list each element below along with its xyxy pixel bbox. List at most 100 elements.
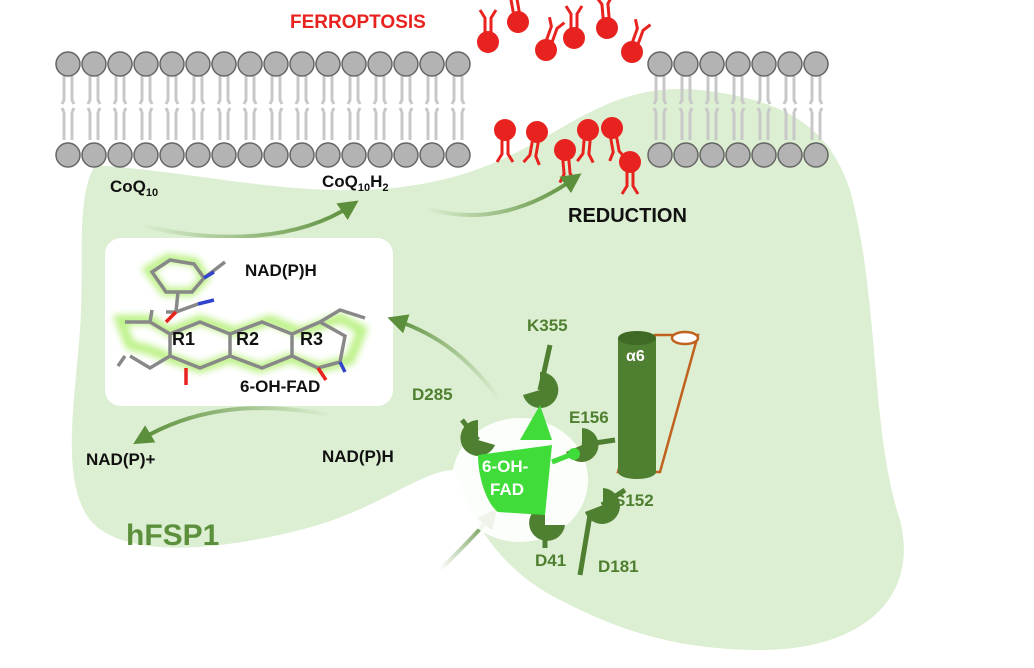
lipid-tail [60,76,76,140]
lipid-head [777,51,803,77]
coq10-label: CoQ10 [110,177,158,199]
lipid-tail [756,76,772,140]
lipid-head [725,142,751,168]
ring-r1-label: R1 [172,329,195,349]
oxidized-lipid [621,18,652,63]
hfsp1-label: hFSP1 [126,519,219,552]
lipid-head [367,51,393,77]
lipid-tail [678,76,694,140]
lipid-head [751,142,777,168]
fad-cofactor-shape [478,445,552,515]
lipid-tails-top [60,76,824,140]
lipid-head [185,142,211,168]
lipid-head [237,51,263,77]
lipid-tail [138,76,154,140]
lipid-head [315,142,341,168]
oxidized-lipid [619,151,641,195]
lipid-head [699,51,725,77]
lipid-tail [190,76,206,140]
lipid-bilayer [55,0,829,195]
lipid-head [133,51,159,77]
lipid-head [107,51,133,77]
lipid-head [107,142,133,168]
lipid-head [673,51,699,77]
inset-fad-label: 6-OH-FAD [240,377,320,396]
reduction-arrow [424,173,582,218]
lipid-tail [424,76,440,140]
lipid-head [211,51,237,77]
lipid-tail [372,76,388,140]
lipid-head [725,51,751,77]
oxidized-lipid [503,0,529,33]
lipid-heads-top [55,51,829,77]
active-site: α6 6-OH- FAD K355 D285 E156 S152 D41 D18… [412,316,700,576]
lipid-head [367,142,393,168]
lipid-head [159,51,185,77]
residue-e156: E156 [569,408,609,427]
lipid-tail [86,76,102,140]
lipid-head [81,51,107,77]
residue-k355: K355 [527,316,568,335]
residue-d181: D181 [598,557,639,576]
structure-inset: NAD(P)H R1 R2 R3 6-OH-FAD [105,238,393,406]
lipid-head [341,51,367,77]
ring-r2-label: R2 [236,329,259,349]
fad-structure [116,308,366,371]
coq-reduction-arrow [139,200,359,239]
helix-alpha6: α6 [616,330,700,479]
lipid-tail [652,76,668,140]
fad-label-line2: FAD [490,480,524,499]
lipid-head [393,51,419,77]
lipid-tail [320,76,336,140]
oxidized-lipid [494,119,516,163]
lipid-tail [808,76,824,140]
lipid-head [55,51,81,77]
ferroptosis-label: FERROPTOSIS [290,12,426,33]
lipid-head [803,142,829,168]
reduction-label: REDUCTION [568,205,687,227]
nadph-label: NAD(P)H [322,447,394,466]
oxidized-lipid [522,121,548,166]
lipid-tail [268,76,284,140]
lipid-head [159,142,185,168]
residue-s152: S152 [614,491,654,510]
lipid-head [777,142,803,168]
fad-label-line1: 6-OH- [482,457,528,476]
lipid-head [263,142,289,168]
helix-label: α6 [626,348,645,365]
lipid-head [419,142,445,168]
nadp-plus-label: NAD(P)+ [86,450,155,469]
lipid-tail [730,76,746,140]
lipid-head [237,142,263,168]
lipid-heads-bottom [55,142,829,168]
nadph-oxidation-arrow [133,406,331,445]
lipid-tail [242,76,258,140]
lipid-tail [398,76,414,140]
lipid-head [419,51,445,77]
lipid-head [289,142,315,168]
lipid-head [803,51,829,77]
protein-hfsp1-shape [71,88,904,651]
lipid-head [289,51,315,77]
oxidized-lipid [477,9,499,53]
lipid-tail [112,76,128,140]
lipid-head [263,51,289,77]
lipid-head [673,142,699,168]
lipid-tail [450,76,466,140]
lipid-tail [346,76,362,140]
residue-d285: D285 [412,385,453,404]
lipid-head [341,142,367,168]
lipid-tail [294,76,310,140]
ring-r3-label: R3 [300,329,323,349]
lipid-head [445,51,471,77]
coq10h2-label: CoQ10H2 [322,172,389,194]
lipid-head [699,142,725,168]
lipid-tail [216,76,232,140]
oxidized-lipid [535,16,566,61]
oxidized-lipids [477,0,652,195]
lipid-tail [782,76,798,140]
lipid-head [185,51,211,77]
oxidized-lipid [563,5,585,49]
inset-nadph-label: NAD(P)H [245,261,317,280]
